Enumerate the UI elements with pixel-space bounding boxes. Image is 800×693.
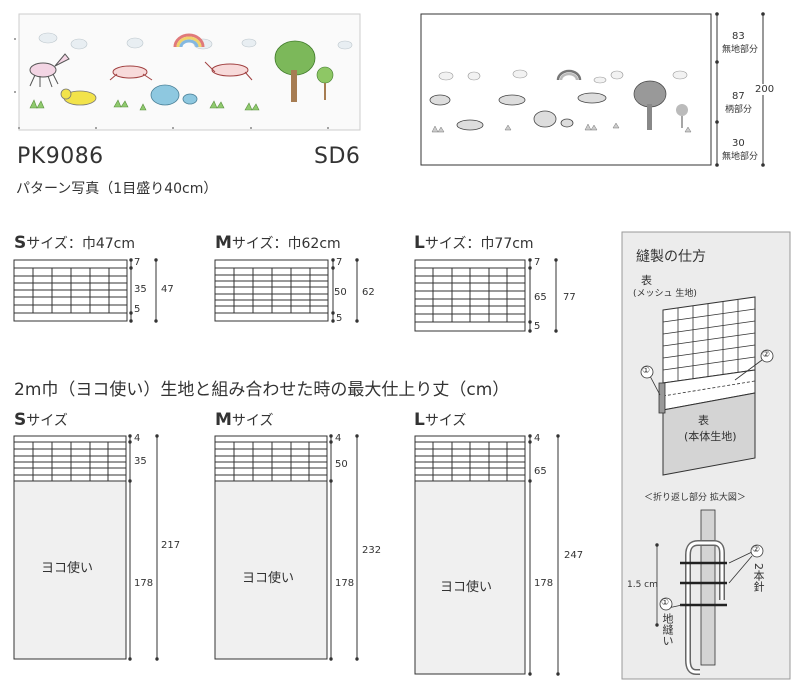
marker-1-enlarged: ① bbox=[661, 598, 670, 608]
combo-size-heading: Lサイズ bbox=[414, 410, 467, 430]
combo-dim-mesh: 50 bbox=[335, 459, 348, 470]
pattern-preview-gray bbox=[420, 12, 765, 167]
mesh-dim-total: 47 bbox=[161, 284, 174, 295]
combo-dim-fabric: 178 bbox=[335, 578, 355, 589]
combo-dim-total: 247 bbox=[564, 550, 584, 561]
preview-dim-value: 30 bbox=[732, 138, 745, 149]
mesh-dim-top: 7 bbox=[534, 257, 541, 268]
preview-dim-label: 無地部分 bbox=[722, 45, 759, 55]
fabric-label: ヨコ使い bbox=[440, 580, 493, 595]
preview-dim-label: 柄部分 bbox=[725, 105, 753, 115]
mesh-diagrams bbox=[13, 259, 557, 332]
mesh-size-heading: Mサイズ：巾62cm bbox=[215, 233, 341, 253]
mesh-dim-bottom: 5 bbox=[134, 304, 141, 315]
combo-dim-fabric: 178 bbox=[134, 578, 154, 589]
body-fabric-sub: (本体生地) bbox=[684, 430, 737, 443]
mesh-dim-bottom: 5 bbox=[534, 321, 541, 332]
pattern-code: PK9086 bbox=[17, 144, 104, 169]
mesh-dim-total: 62 bbox=[362, 287, 375, 298]
combo-dim-total: 232 bbox=[362, 545, 382, 556]
stitch-2-label: 2本針 bbox=[752, 563, 765, 592]
measure-label: 1.5 cm bbox=[627, 580, 658, 590]
marker-2-enlarged: ② bbox=[752, 545, 761, 555]
mesh-dim-bottom: 5 bbox=[336, 313, 343, 324]
marker-2: ② bbox=[762, 350, 771, 360]
combo-dim-fabric: 178 bbox=[534, 578, 554, 589]
combo-size-heading: Sサイズ bbox=[14, 410, 68, 430]
pattern-series: SD6 bbox=[314, 144, 361, 169]
fabric-label: ヨコ使い bbox=[41, 561, 94, 576]
combo-dim-top: 4 bbox=[134, 433, 141, 444]
mesh-dim-top: 7 bbox=[336, 257, 343, 268]
mesh-dim-dots bbox=[129, 258, 558, 333]
pattern-caption: パターン写真（1目盛り40cm） bbox=[16, 181, 218, 197]
front-label: 表 bbox=[641, 274, 652, 287]
mesh-size-heading: Sサイズ：巾47cm bbox=[14, 233, 135, 253]
combo-diagrams bbox=[13, 434, 560, 676]
marker-1: ① bbox=[642, 366, 651, 376]
mesh-size-heading: Lサイズ：巾77cm bbox=[414, 233, 534, 253]
mesh-dim-top: 7 bbox=[134, 257, 141, 268]
mesh-dim-total: 77 bbox=[563, 292, 576, 303]
combo-dim-mesh: 35 bbox=[134, 456, 147, 467]
pattern-swatch-color bbox=[14, 13, 361, 131]
combo-dim-top: 4 bbox=[335, 433, 342, 444]
combo-title: 2m巾（ヨコ使い）生地と組み合わせた時の最大仕上り丈（cm） bbox=[14, 380, 510, 400]
preview-dim-value: 83 bbox=[732, 31, 745, 42]
preview-dim-value: 87 bbox=[732, 91, 745, 102]
enlarge-label: ＜折り返し部分 拡大図＞ bbox=[644, 493, 746, 503]
stitch-1-label: 地縫い bbox=[661, 613, 674, 646]
preview-dim-label: 無地部分 bbox=[722, 152, 759, 162]
mesh-dim-mid: 35 bbox=[134, 284, 147, 295]
preview-total: 200 bbox=[754, 84, 776, 95]
combo-dim-total: 217 bbox=[161, 540, 181, 551]
mesh-dim-mid: 50 bbox=[334, 287, 347, 298]
combo-dim-mesh: 65 bbox=[534, 466, 547, 477]
combo-size-heading: Mサイズ bbox=[215, 410, 274, 430]
front-sub-label: (メッシュ 生地) bbox=[633, 289, 697, 299]
fabric-label: ヨコ使い bbox=[242, 571, 295, 586]
sewing-title: 縫製の仕方 bbox=[636, 249, 706, 265]
mesh-dim-mid: 65 bbox=[534, 292, 547, 303]
body-fabric-label: 表 bbox=[698, 414, 709, 427]
sewing-panel-graphics bbox=[621, 231, 791, 680]
combo-dim-top: 4 bbox=[534, 433, 541, 444]
